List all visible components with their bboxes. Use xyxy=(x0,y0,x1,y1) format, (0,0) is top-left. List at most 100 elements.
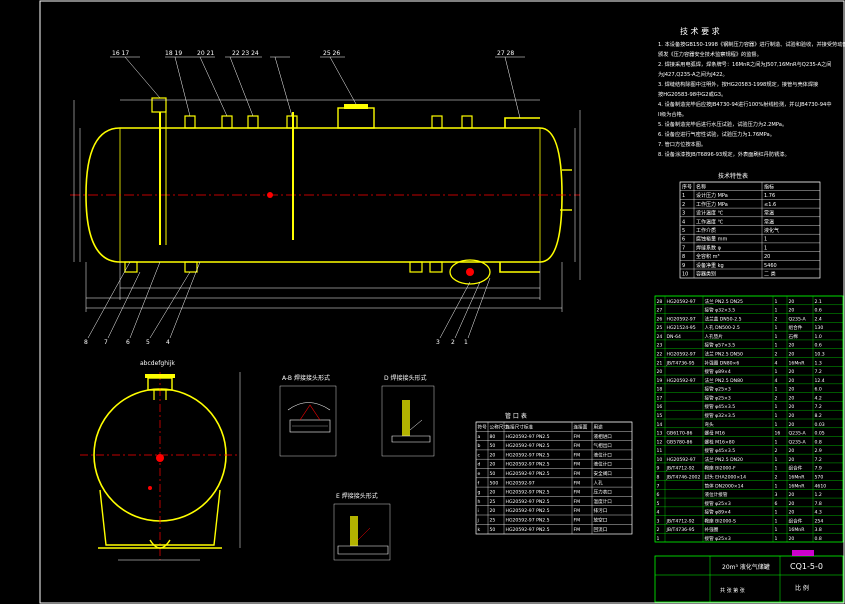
bom-cell: HG20592-97 xyxy=(667,316,696,322)
bom-cell: 28 xyxy=(657,299,663,305)
bom-cell: 1.3 xyxy=(815,360,822,366)
weld-detail-ab: A-B 焊接接头形式 xyxy=(279,374,337,457)
bom-cell: 20 xyxy=(789,352,795,358)
nozzle-cell: 80 xyxy=(490,434,496,440)
tech-req-line: 8. 设备涂漆按JB/T6896-93规定，外表面刷红丹防锈漆。 xyxy=(658,150,790,158)
manhole-nozzle xyxy=(337,107,375,129)
bom-cell: 接管 φ57×3.5 xyxy=(705,342,736,349)
design-cell: 20 xyxy=(764,254,770,260)
part-callouts: 16 17 18 19 20 21 22 23 24 25 26 27 28 8… xyxy=(84,50,514,346)
tech-req-line: 按HG20583-98中G2或G3。 xyxy=(658,90,726,98)
bom-cell: 0.8 xyxy=(815,536,822,542)
nozzle-cell: 20 xyxy=(490,452,496,458)
bom-cell: 570 xyxy=(815,475,824,481)
callout-top-2: 18 19 xyxy=(165,50,182,57)
bom-cell: 4610 xyxy=(815,483,827,489)
bom-cell: 0.6 xyxy=(815,343,822,349)
drawing-number: CQ1-5-0 xyxy=(790,562,823,571)
bom-cell: 1 xyxy=(775,483,778,489)
bom-cell: 7 xyxy=(657,483,660,489)
nozzle-cell: FM xyxy=(574,434,581,440)
bom-cell: 接管 φ32×3.5 xyxy=(705,307,736,314)
nozzle-cell: FM xyxy=(574,499,581,505)
nozzle-cell: 液位计口 xyxy=(594,451,613,458)
nozzle-cell: f xyxy=(478,480,480,486)
bom-cell: HG21524-95 xyxy=(667,325,696,331)
bom-cell: 6 xyxy=(775,501,778,507)
scale-label: 比 例 xyxy=(795,584,809,592)
bom-cell: JB/T4712-92 xyxy=(666,518,695,524)
nozzle-cell: HG20592-97 PN2.5 xyxy=(506,471,550,477)
bom-cell: 接管 φ32×3.5 xyxy=(705,412,736,419)
design-cell: 3 xyxy=(682,211,685,217)
bom-cell: 法兰盖 DN50-2.5 xyxy=(705,315,742,322)
nozzle-cell: FM xyxy=(574,527,581,533)
bom-cell: 2.9 xyxy=(815,448,822,454)
bom-cell: 26 xyxy=(657,316,663,322)
bom-cell: 接管 φ89×4 xyxy=(705,509,731,516)
nozzle-cell: 20 xyxy=(490,508,496,514)
bom-cell: 1 xyxy=(775,299,778,305)
design-cell: 二 类 xyxy=(764,271,776,278)
nozzle-header-cell: 连接尺寸标准 xyxy=(506,424,534,431)
bom-cell: 接管 φ25×3 xyxy=(705,394,731,401)
bom-cell: 12.4 xyxy=(815,378,825,384)
design-cell: 容器类别 xyxy=(696,271,716,278)
bom-cell: Q235-A xyxy=(789,439,807,445)
bom-cell: JB/T4712-92 xyxy=(666,466,695,472)
nozzle-cell: HG20592-97 PN2.5 xyxy=(506,443,550,449)
bom-cell: 14 xyxy=(657,422,663,428)
design-cell: 设备净重 kg xyxy=(696,262,724,269)
nozzle-cell: 50 xyxy=(490,443,496,449)
drawing-border xyxy=(39,0,845,604)
section-d-title: D 焊接接头形式 xyxy=(384,374,427,382)
bom-cell: 20 xyxy=(789,422,795,428)
nozzle-cell: FM xyxy=(574,471,581,477)
nozzle-cell: 安全阀口 xyxy=(594,470,613,477)
frame-marker xyxy=(792,550,814,556)
bom-cell: 补强圈 DN80×6 xyxy=(705,359,740,366)
bom-cell: 17 xyxy=(657,395,663,401)
nozzle-cell: FM xyxy=(574,462,581,468)
design-cell: ≤1.6 xyxy=(764,202,776,208)
bom-cell: JB/T4736-95 xyxy=(666,360,695,366)
callout-top-5: 25 26 xyxy=(323,50,340,57)
bom-cell: 4 xyxy=(657,510,660,516)
bom-cell: 20 xyxy=(789,369,795,375)
design-cell: 2 xyxy=(682,202,685,208)
nozzle-cell: b xyxy=(478,443,481,449)
tech-req-line: 5. 设备制造完毕后进行水压试验，试验压力为2.2MPa。 xyxy=(658,120,787,128)
bom-cell: 1 xyxy=(775,457,778,463)
sheet-label: 共 张 第 张 xyxy=(720,587,745,594)
nozzle-cell: k xyxy=(478,527,481,533)
bom-cell: 2 xyxy=(775,352,778,358)
tech-req-line: 2. 焊接采用电弧焊，焊条牌号：16MnR之间为J507,16MnR与Q235-… xyxy=(658,60,831,68)
nozzle-header-cell: 连接面 xyxy=(574,424,588,431)
bom-cell: 组合件 xyxy=(789,324,803,331)
bom-cell: 1 xyxy=(775,439,778,445)
bom-cell: 法兰 PN2.5 DN80 xyxy=(705,377,744,384)
tech-req-line: 颁发《压力容器安全技术监察规程》的监督。 xyxy=(658,50,762,58)
bom-cell: 12 xyxy=(657,439,663,445)
weld-detail-e: E 焊接接头形式 xyxy=(333,492,391,561)
nozzle-cell: 压力表口 xyxy=(594,489,613,496)
bom-cell: 1 xyxy=(775,325,778,331)
bom-cell: 2.1 xyxy=(815,299,822,305)
bom-cell: 1 xyxy=(775,308,778,314)
bom-cell: GB5780-86 xyxy=(667,439,693,445)
bom-cell: 2 xyxy=(775,316,778,322)
bom-cell: 20 xyxy=(789,378,795,384)
design-cell: 工作介质 xyxy=(696,227,716,234)
nozzle-cell: c xyxy=(478,453,481,458)
nozzle-cell: 50 xyxy=(490,471,496,477)
bom-cell: 组合件 xyxy=(789,517,803,524)
bom-cell: 23 xyxy=(657,343,663,349)
bom-cell: 2.4 xyxy=(815,316,822,322)
bom-cell: 16MnR xyxy=(789,483,806,489)
design-cell: 5 xyxy=(682,228,685,234)
nozzle-cell: 温度计口 xyxy=(594,498,613,505)
bom-cell: 11 xyxy=(657,448,663,454)
bom-cell: 3 xyxy=(775,492,778,498)
bom-cell: 2 xyxy=(657,527,660,533)
